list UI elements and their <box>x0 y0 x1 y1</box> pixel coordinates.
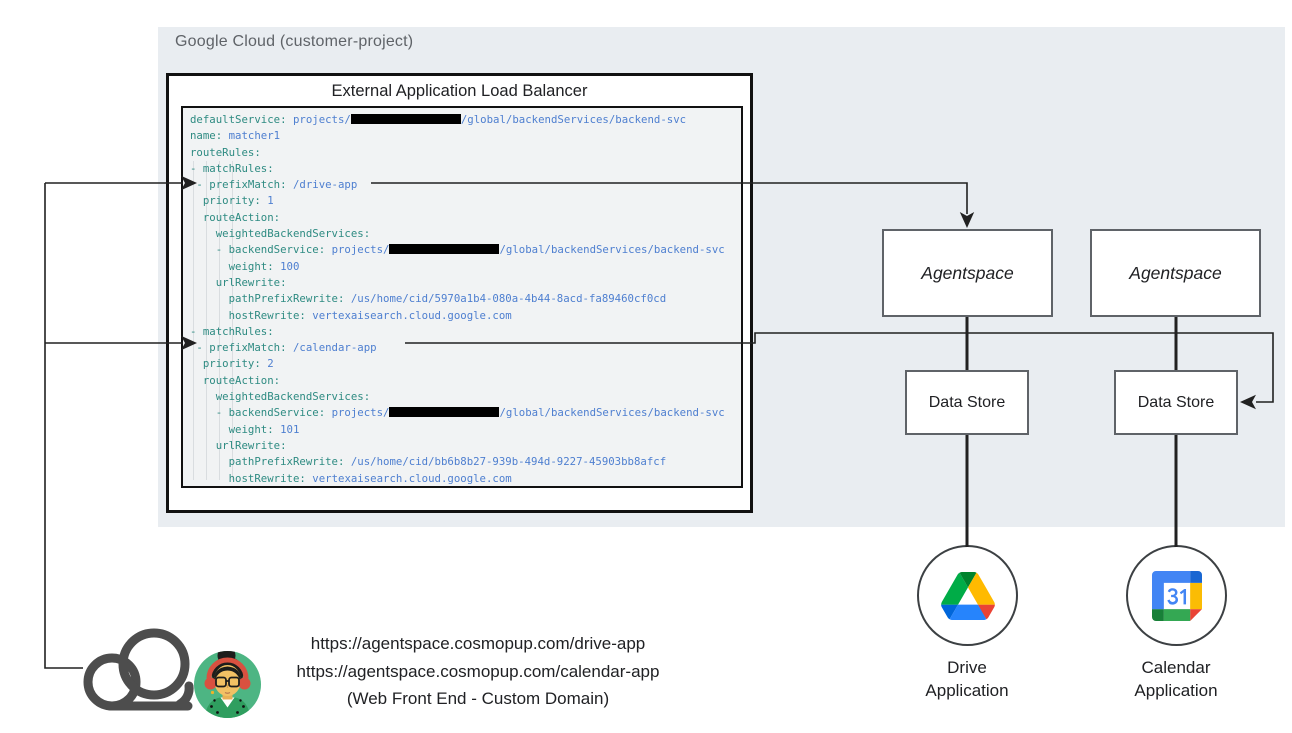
drive-url: https://agentspace.cosmopup.com/drive-ap… <box>310 634 646 653</box>
load-balancer-box: External Application Load Balancer defau… <box>166 73 753 513</box>
redacted-project-id <box>389 244 500 255</box>
drive-application-label: Drive Application <box>925 658 1009 700</box>
calendar-application-label: Calendar Application <box>1134 658 1218 700</box>
cloud-icon <box>83 628 194 711</box>
indent-guide <box>193 161 194 480</box>
datastore-box-right: Data Store <box>1114 370 1238 435</box>
code-lines: defaultService: projects//global/backend… <box>190 113 725 485</box>
drive-application-node <box>917 545 1018 646</box>
front-end-caption: (Web Front End - Custom Domain) <box>346 689 610 708</box>
agentspace-label: Agentspace <box>1129 262 1222 283</box>
agentspace-box-left: Agentspace <box>882 229 1053 317</box>
agentspace-box-right: Agentspace <box>1090 229 1261 317</box>
calendar-url: https://agentspace.cosmopup.com/calendar… <box>296 661 660 681</box>
datastore-label: Data Store <box>928 393 1006 411</box>
indent-guide <box>206 161 207 480</box>
calendar-application-node <box>1126 545 1227 646</box>
front-end-urls: https://agentspace.cosmopup.com/drive-ap… <box>262 630 694 713</box>
indent-guide <box>219 161 220 480</box>
agentspace-label: Agentspace <box>921 262 1014 283</box>
google-cloud-container-label: Google Cloud (customer-project) <box>175 33 414 50</box>
connector-user-to-lb <box>44 183 83 669</box>
redacted-project-id <box>389 407 500 418</box>
datastore-label: Data Store <box>1137 393 1215 411</box>
user-avatar <box>194 651 261 718</box>
indent-guide <box>232 161 233 480</box>
datastore-box-left: Data Store <box>905 370 1029 435</box>
url-map-config-code: defaultService: projects//global/backend… <box>181 106 743 488</box>
redacted-project-id <box>350 114 461 124</box>
load-balancer-title: External Application Load Balancer <box>331 82 588 100</box>
calendar-logo-icon <box>1151 570 1202 621</box>
drive-logo-icon <box>940 571 995 620</box>
